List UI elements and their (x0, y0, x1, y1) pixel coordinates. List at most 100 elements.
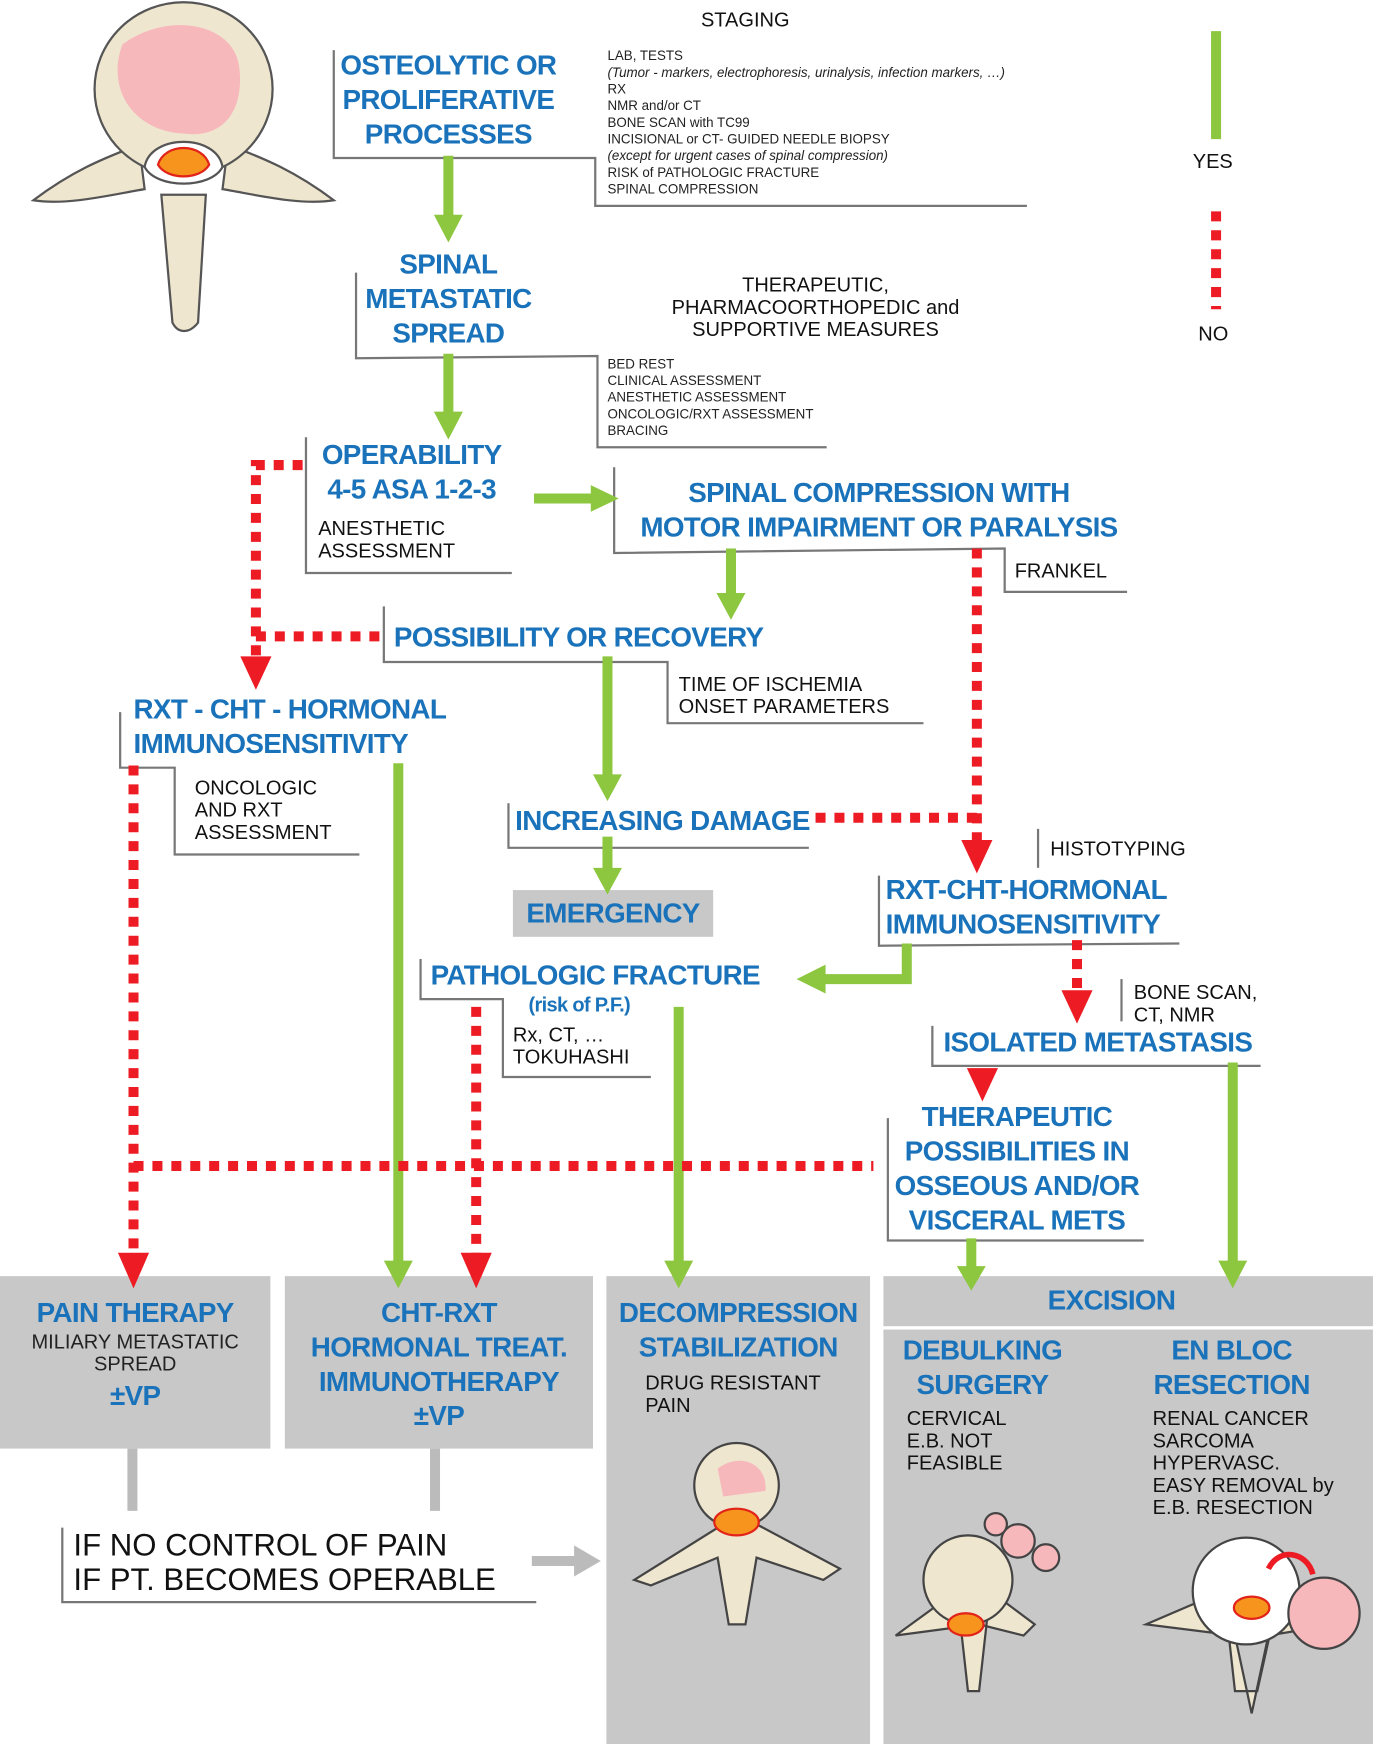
text-line: SPREAD (93, 1352, 177, 1376)
node-emergency: EMERGENCY (526, 897, 700, 930)
text-line: POSSIBILITIES IN (904, 1135, 1130, 1168)
text-line: INCISIONAL or CT- GUIDED NEEDLE BIOPSY (607, 131, 890, 147)
text-line: E.B. RESECTION (1152, 1496, 1313, 1519)
text-line: PAIN (645, 1394, 691, 1417)
text-line: PROCESSES (364, 119, 533, 151)
text-line: LAB, TESTS (607, 47, 683, 64)
text-line: STABILIZATION (638, 1331, 839, 1363)
outcome-excision: EXCISION (1047, 1285, 1176, 1317)
histotyping-note: HISTOTYPING (1050, 837, 1186, 861)
text-line: DEBULKING (902, 1335, 1063, 1367)
text-line: NMR and/or CT (607, 97, 701, 114)
pathologic-note: Rx, CT, …TOKUHASHI (513, 1024, 629, 1069)
text-line: CT, NMR (1133, 1003, 1215, 1026)
text-line: IF PT. BECOMES OPERABLE (73, 1562, 496, 1597)
pain-therapy-box (0, 1276, 271, 1449)
text-line: VISCERAL METS (908, 1204, 1126, 1237)
text-line: ASSESSMENT (194, 821, 332, 844)
no-arrows (128, 211, 1222, 1256)
text-line: AND RXT (194, 798, 283, 822)
text-line: 4-5 ASA 1-2-3 (327, 473, 496, 506)
emergency-box (512, 890, 714, 937)
vertebra-top-illustration (30, 1, 337, 333)
text-line: OSTEOLYTIC OR (340, 50, 557, 82)
text-line: ASSESSMENT (318, 539, 456, 562)
cht-rxt-box (284, 1276, 594, 1449)
text-line: OPERABILITY (321, 439, 502, 471)
text-line: FEASIBLE (906, 1451, 1003, 1475)
text-line: OSSEOUS AND/OR (894, 1170, 1140, 1202)
text-line: ±VP (109, 1380, 161, 1412)
text-line: BONE SCAN, (1133, 981, 1258, 1004)
text-line: DRUG RESISTANT (645, 1371, 821, 1395)
text-line: Rx, CT, … (512, 1023, 605, 1046)
text-line: SUPPORTIVE MEASURES (692, 318, 939, 341)
text-line: SURGERY (916, 1369, 1049, 1401)
vertebra-enbloc-illustration (1141, 1536, 1361, 1714)
text-line: PAIN THERAPY (36, 1297, 235, 1329)
text-line: ONSET PARAMETERS (678, 695, 890, 718)
text-line: PROLIFERATIVE (342, 84, 555, 116)
text-line: RXT-CHT-HORMONAL (885, 874, 1168, 906)
text-line: ONCOLOGIC (194, 776, 318, 799)
brackets (61, 50, 1261, 1604)
text-line: MOTOR IMPAIRMENT OR PARALYSIS (640, 511, 1118, 543)
node-increasing-damage: INCREASING DAMAGE (515, 805, 810, 837)
vertebra-debulking-illustration (894, 1512, 1061, 1693)
pathologic-sub: (risk of P.F.) (528, 993, 631, 1016)
text-line: SPINAL COMPRESSION WITH (688, 477, 1070, 509)
text-line: EN BLOC (1171, 1335, 1292, 1367)
frankel-note: FRANKEL (1014, 559, 1108, 582)
text-line: MILIARY METASTATIC (31, 1330, 239, 1353)
staging-list: LAB, TESTS(Tumor - markers, electrophore… (607, 48, 1004, 198)
legend-yes-label: YES (1192, 150, 1233, 173)
text-line: SPINAL (399, 249, 498, 281)
text-line: ±VP (413, 1400, 465, 1432)
text-line: BONE SCAN with TC99 (607, 114, 750, 131)
excision-header-box (883, 1276, 1373, 1327)
text-line: IMMUNOSENSITIVITY (885, 908, 1161, 941)
isolated-note: BONE SCAN,CT, NMR (1134, 981, 1258, 1026)
text-line: (except for urgent cases of spinal compr… (607, 147, 888, 164)
text-line: ANESTHETIC (318, 517, 446, 540)
text-line: BED REST (607, 356, 675, 372)
text-line: ONCOLOGIC/RXT ASSESSMENT (607, 406, 814, 422)
node-isolated-metastasis: ISOLATED METASTASIS (943, 1026, 1253, 1059)
node-pathologic-fracture: PATHOLOGIC FRACTURE (430, 960, 761, 992)
text-line: BRACING (607, 422, 669, 439)
text-line: SPREAD (392, 318, 505, 350)
text-line: IMMUNOSENSITIVITY (133, 728, 409, 760)
text-line: RX (607, 81, 627, 97)
node-possibility: POSSIBILITY OR RECOVERY (393, 621, 764, 654)
legend-no-label: NO (1198, 322, 1229, 345)
text-line: CLINICAL ASSESSMENT (607, 372, 762, 389)
text-line: RISK of PATHOLOGIC FRACTURE (607, 164, 820, 181)
text-line: CERVICAL (906, 1407, 1007, 1430)
text-line: ANESTHETIC ASSESSMENT (607, 389, 787, 405)
vertebra-decompression-illustration (631, 1441, 843, 1626)
text-line: RENAL CANCER (1152, 1407, 1309, 1430)
text-line: SPINAL COMPRESSION (607, 181, 759, 197)
text-line: IF NO CONTROL OF PAIN (73, 1527, 448, 1563)
text-line: SARCOMA (1152, 1429, 1254, 1452)
text-line: DECOMPRESSION (618, 1297, 858, 1329)
text-line: TOKUHASHI (512, 1045, 630, 1069)
